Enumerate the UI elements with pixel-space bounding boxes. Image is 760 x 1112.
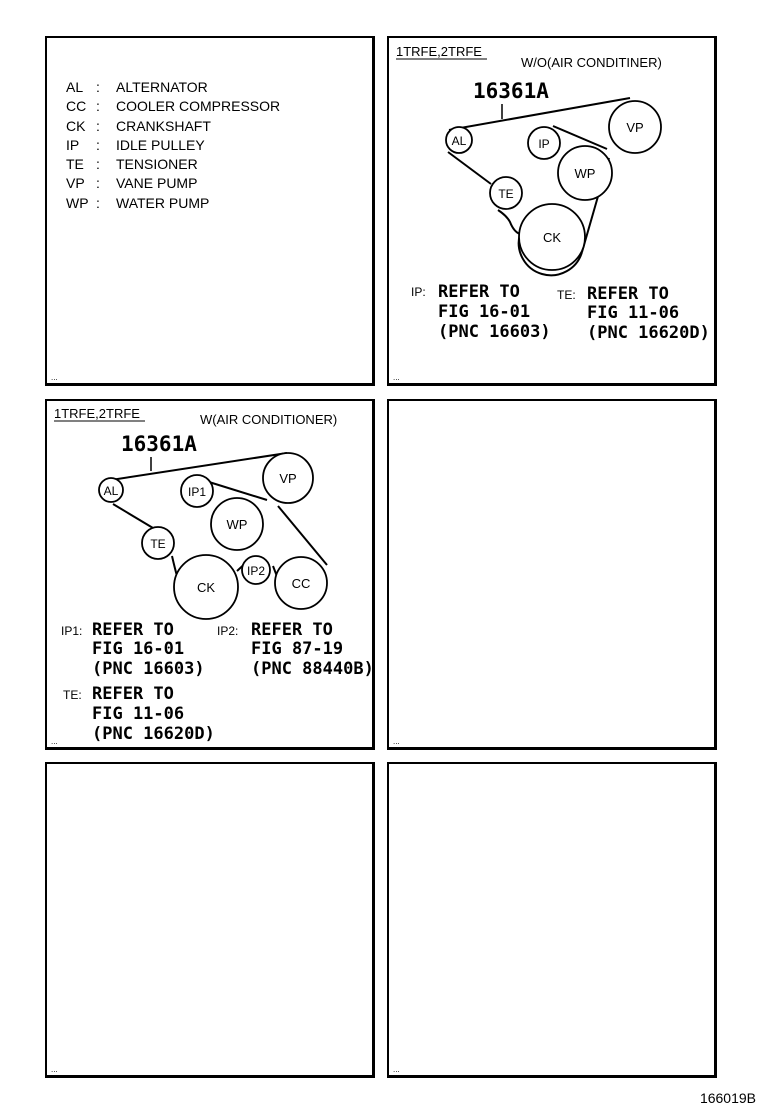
crankshaft-pulley bbox=[518, 203, 586, 271]
pulley-label-cc: CC bbox=[292, 576, 311, 591]
panel-corner-mark: ... bbox=[51, 373, 58, 382]
ref-key-te: TE: bbox=[63, 688, 82, 702]
ref-te-line1: REFER TO bbox=[92, 684, 174, 704]
crankshaft-pulley bbox=[173, 554, 239, 620]
legend-separator: : bbox=[96, 136, 100, 153]
water-pump-pulley bbox=[557, 145, 613, 201]
legend-separator: : bbox=[96, 194, 100, 211]
cooler-compressor-pulley bbox=[274, 556, 328, 610]
legend-code: AL bbox=[66, 79, 84, 95]
ref-key-ip: IP: bbox=[411, 285, 426, 299]
panel-corner-mark: ... bbox=[51, 1065, 58, 1074]
ref-te-line2: FIG 11-06 bbox=[587, 303, 679, 323]
legend-name: WATER PUMP bbox=[116, 194, 210, 211]
tensioner-pulley bbox=[141, 526, 175, 560]
legend-code: CC bbox=[66, 98, 87, 115]
pulley-label-te: TE bbox=[498, 187, 513, 201]
panel-corner-mark: ... bbox=[51, 737, 58, 746]
legend-separator: : bbox=[96, 117, 100, 134]
pulley-label-wp: WP bbox=[575, 166, 596, 181]
diagram-panel-with-ac: 1TRFE,2TRFE W(AIR CONDITIONER) 16361A VP… bbox=[45, 399, 375, 750]
ref-ip2-line2: FIG 87-19 bbox=[251, 639, 343, 659]
part-number-label: 16361A bbox=[121, 432, 197, 456]
ref-te-line3: (PNC 16620D) bbox=[587, 323, 710, 343]
ref-ip1-line2: FIG 16-01 bbox=[92, 639, 184, 659]
model-label: 1TRFE,2TRFE bbox=[54, 406, 140, 421]
tensioner-pulley bbox=[489, 176, 523, 210]
ref-key-ip2: IP2: bbox=[217, 624, 238, 638]
pulley-label-ip2: IP2 bbox=[247, 564, 265, 578]
ref-ip-line3: (PNC 16603) bbox=[438, 322, 551, 342]
water-pump-pulley bbox=[210, 497, 264, 551]
ref-te-line1: REFER TO bbox=[587, 284, 669, 304]
legend-name: CRANKSHAFT bbox=[116, 117, 211, 134]
ref-ip2-line1: REFER TO bbox=[251, 620, 333, 640]
pulley-label-al: AL bbox=[104, 484, 119, 498]
legend-separator: : bbox=[96, 98, 100, 115]
idle-pulley bbox=[527, 126, 561, 160]
idle-pulley-2 bbox=[241, 555, 271, 585]
model-label: 1TRFE,2TRFE bbox=[396, 44, 482, 59]
legend-code: CK bbox=[66, 117, 86, 134]
legend-panel: AL: ALTERNATOR CC: COOLER COMPRESSOR CK: CR… bbox=[45, 36, 375, 386]
ref-te-line2: FIG 11-06 bbox=[92, 704, 184, 724]
empty-panel: ... bbox=[45, 762, 375, 1078]
pulley-label-ck: CK bbox=[197, 580, 215, 595]
pulley-label-al: AL bbox=[452, 134, 467, 148]
ref-ip-line1: REFER TO bbox=[438, 282, 520, 302]
legend-item: VP: VANE PUMP bbox=[66, 175, 280, 194]
diagram-panel-without-ac: 1TRFE,2TRFE W/O(AIR CONDITINER) 16361A V… bbox=[387, 36, 717, 386]
belt-diagram-with-ac: 1TRFE,2TRFE W(AIR CONDITIONER) 16361A VP… bbox=[54, 406, 374, 744]
alternator-pulley bbox=[98, 477, 124, 503]
legend-name: COOLER COMPRESSOR bbox=[116, 98, 281, 115]
part-number-label: 16361A bbox=[473, 79, 549, 103]
empty-panel: ... bbox=[387, 762, 717, 1078]
belt bbox=[447, 97, 631, 277]
figure-code: 166019B bbox=[699, 1090, 756, 1106]
panel-corner-mark: ... bbox=[393, 737, 400, 746]
legend-separator: : bbox=[96, 79, 100, 95]
ref-key-ip1: IP1: bbox=[61, 624, 82, 638]
pulley-label-te: TE bbox=[150, 537, 165, 551]
variant-label: W/O(AIR CONDITINER) bbox=[521, 55, 662, 70]
legend-name: TENSIONER bbox=[116, 156, 198, 173]
legend-separator: : bbox=[96, 175, 100, 192]
ref-ip1-line3: (PNC 16603) bbox=[92, 659, 205, 679]
pulley-label-vp: VP bbox=[626, 120, 643, 135]
panel-corner-mark: ... bbox=[393, 373, 400, 382]
legend-item: AL: ALTERNATOR bbox=[66, 79, 280, 98]
legend-item: TE: TENSIONER bbox=[66, 156, 280, 175]
ref-ip1-line1: REFER TO bbox=[92, 620, 174, 640]
legend-item: CK: CRANKSHAFT bbox=[66, 118, 280, 137]
legend-item: WP: WATER PUMP bbox=[66, 195, 280, 214]
ref-key-te: TE: bbox=[557, 288, 576, 302]
legend-name: VANE PUMP bbox=[116, 175, 198, 192]
belt-diagram-without-ac: 1TRFE,2TRFE W/O(AIR CONDITINER) 16361A V… bbox=[396, 44, 710, 343]
pulley-label-wp: WP bbox=[227, 517, 248, 532]
pulley-label-ip: IP bbox=[538, 137, 549, 151]
vane-pump-pulley bbox=[262, 452, 314, 504]
pulley-label-ip1: IP1 bbox=[188, 485, 206, 499]
pulley-label-vp: VP bbox=[279, 471, 296, 486]
ref-ip2-line3: (PNC 88440B) bbox=[251, 659, 373, 679]
legend-list: AL: ALTERNATOR CC: COOLER COMPRESSOR CK: CR… bbox=[66, 79, 280, 214]
ref-ip-line2: FIG 16-01 bbox=[438, 302, 530, 322]
legend-code: VP bbox=[66, 175, 85, 192]
legend-code: IP bbox=[66, 136, 80, 153]
empty-panel: ... bbox=[387, 399, 717, 750]
legend-name: ALTERNATOR bbox=[116, 79, 208, 95]
legend-code: WP bbox=[66, 194, 89, 211]
legend-name: IDLE PULLEY bbox=[116, 136, 205, 153]
vane-pump-pulley bbox=[608, 100, 662, 154]
alternator-pulley bbox=[445, 126, 473, 154]
legend-item: IP: IDLE PULLEY bbox=[66, 137, 280, 156]
legend-separator: : bbox=[96, 156, 100, 173]
pulley-label-ck: CK bbox=[543, 230, 561, 245]
legend-item: CC: COOLER COMPRESSOR bbox=[66, 98, 280, 117]
idle-pulley-1 bbox=[180, 474, 214, 508]
ref-te-line3: (PNC 16620D) bbox=[92, 724, 215, 744]
legend-code: TE bbox=[66, 156, 84, 173]
variant-label: W(AIR CONDITIONER) bbox=[200, 412, 337, 427]
panel-corner-mark: ... bbox=[393, 1065, 400, 1074]
